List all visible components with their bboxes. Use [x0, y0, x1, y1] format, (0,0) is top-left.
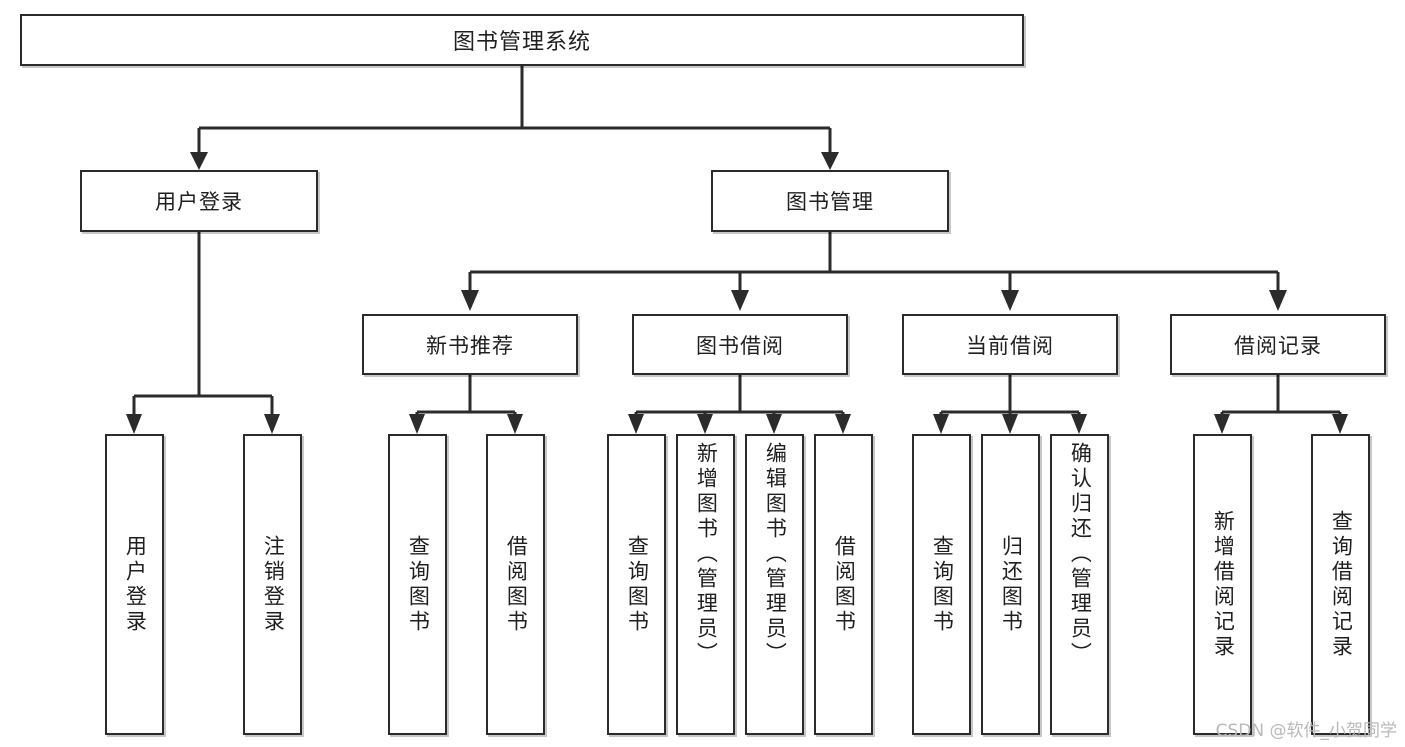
leaf-borrow-query-book[interactable]: 查询图书: [607, 434, 666, 735]
node-borrow-record[interactable]: 借阅记录: [1170, 314, 1386, 375]
leaf-record-add-record[interactable]: 新增借阅记录: [1193, 434, 1252, 735]
node-root-system[interactable]: 图书管理系统: [20, 14, 1024, 66]
node-book-borrow[interactable]: 图书借阅: [632, 314, 848, 375]
leaf-borrow-edit-book-admin[interactable]: 编辑图书（管理员）: [745, 434, 804, 735]
node-new-book-recommend[interactable]: 新书推荐: [362, 314, 578, 375]
leaf-recommend-query-book[interactable]: 查询图书: [388, 434, 447, 735]
node-current-borrow[interactable]: 当前借阅: [902, 314, 1118, 375]
leaf-current-confirm-return-admin[interactable]: 确认归还（管理员）: [1050, 434, 1109, 735]
leaf-borrow-borrow-book[interactable]: 借阅图书: [814, 434, 873, 735]
leaf-borrow-add-book-admin[interactable]: 新增图书（管理员）: [676, 434, 735, 735]
leaf-current-query-book[interactable]: 查询图书: [912, 434, 971, 735]
leaf-current-return-book[interactable]: 归还图书: [981, 434, 1040, 735]
node-book-management[interactable]: 图书管理: [711, 170, 949, 232]
leaf-user-login-login[interactable]: 用户登录: [105, 434, 164, 735]
leaf-record-query-record[interactable]: 查询借阅记录: [1311, 434, 1370, 735]
leaf-user-login-logout[interactable]: 注销登录: [243, 434, 302, 735]
leaf-recommend-borrow-book[interactable]: 借阅图书: [486, 434, 545, 735]
watermark-text: CSDN @软件_小贺同学: [1215, 721, 1397, 741]
node-user-login[interactable]: 用户登录: [80, 170, 318, 232]
